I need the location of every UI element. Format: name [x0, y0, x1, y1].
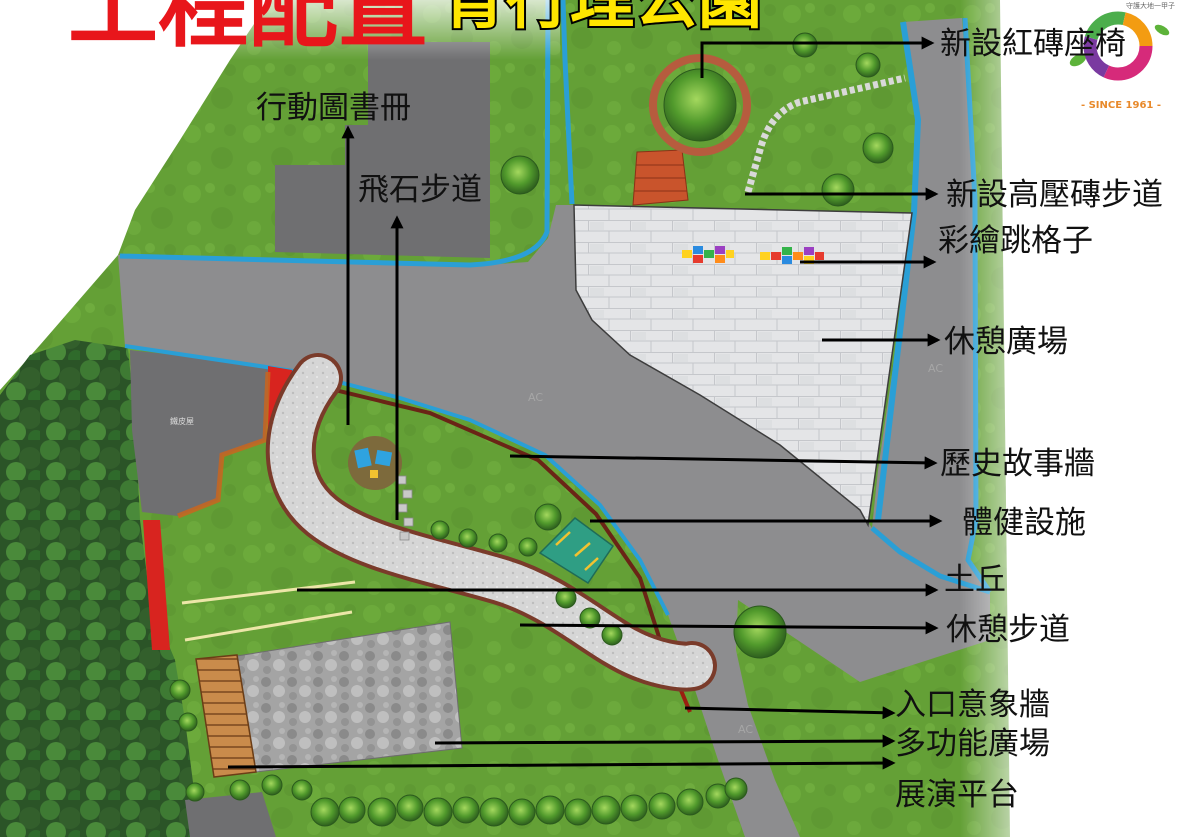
label-fitness: 體健設施 [962, 505, 1086, 541]
tree [579, 607, 601, 629]
road-surface-label: AC [528, 391, 543, 404]
tree [169, 679, 191, 701]
north-building [275, 42, 490, 258]
water-channel [875, 21, 921, 521]
label-rest-path: 休憩步道 [946, 612, 1070, 648]
tree [601, 624, 623, 646]
flower-bed [143, 520, 170, 650]
label-multi-plaza: 多功能廣場 [895, 726, 1050, 762]
tree [676, 788, 704, 816]
tree [185, 782, 205, 802]
label-mound: 土丘 [944, 562, 1006, 598]
tree [430, 520, 450, 540]
logo-tagline: 守護大地一甲子 [1126, 1, 1175, 10]
label-stage: 展演平台 [895, 777, 1019, 813]
tree [500, 155, 540, 195]
tree [423, 797, 453, 827]
tree [229, 779, 251, 801]
rest-plaza [573, 204, 913, 528]
rest-path [269, 357, 713, 688]
label-entrance-wall: 入口意象牆 [895, 687, 1050, 723]
tree [479, 797, 509, 827]
road-surface-label: AC [738, 723, 753, 736]
fitness-area [538, 517, 615, 585]
road-surface-label: AC [928, 362, 943, 375]
tree [396, 794, 424, 822]
shed-label: 鐵皮屋 [170, 416, 194, 426]
red-roof-lines [634, 164, 687, 192]
forest [0, 340, 200, 837]
tree [534, 503, 562, 531]
label-rest-plaza: 休憩廣場 [944, 324, 1068, 360]
label-paver-walkway: 新設高壓磚步道 [946, 177, 1163, 213]
arrow-stage [227, 756, 896, 770]
shed-building [130, 350, 270, 516]
stepping-stones [396, 475, 414, 541]
mound [184, 610, 353, 642]
mound [181, 580, 356, 605]
tree [555, 587, 577, 609]
tree [367, 797, 397, 827]
tree [724, 777, 748, 801]
leaf-icon [1154, 24, 1170, 36]
paver-walkway [744, 74, 906, 193]
leaf-icon [1069, 53, 1087, 67]
tree [310, 797, 340, 827]
arrow-history-wall [509, 454, 938, 470]
tree [648, 792, 676, 820]
hedge-edge [177, 371, 271, 519]
label-history-wall: 歷史故事牆 [940, 446, 1095, 482]
label-brick-seat: 新設紅磚座椅 [940, 26, 1126, 62]
water-channel [560, 0, 575, 205]
history-wall [301, 380, 662, 641]
arrow-rest-path [519, 621, 939, 635]
tree [855, 52, 881, 78]
stage-platform [195, 654, 257, 778]
water-channel [119, 0, 551, 268]
label-stepping-stones: 飛石步道 [358, 172, 482, 208]
south-building [185, 792, 276, 837]
tree [452, 796, 480, 824]
library-seating [348, 436, 402, 490]
tree [508, 798, 536, 826]
hopscotch [682, 246, 824, 264]
tree [620, 794, 648, 822]
tree [518, 537, 538, 557]
tree [792, 32, 818, 58]
brick-seat-circle [649, 54, 751, 156]
arrow-multi-plaza [434, 734, 896, 748]
arrow-entrance-wall [684, 706, 896, 720]
tree [663, 68, 737, 142]
tree [261, 774, 283, 796]
fitness-equipment [555, 531, 599, 571]
tree [591, 795, 621, 825]
trees [169, 32, 894, 827]
fade-right [960, 0, 1202, 837]
tree [178, 712, 198, 732]
arrows [227, 36, 943, 770]
tree [862, 132, 894, 164]
page-title: 工程配置 [68, 0, 428, 60]
tree [733, 605, 787, 659]
logo: 守護大地一甲子 - SINCE 1961 - [1069, 1, 1175, 111]
tree [291, 779, 313, 801]
tree [458, 528, 478, 548]
tree [488, 533, 508, 553]
label-hopscotch: 彩繪跳格子 [938, 223, 1093, 259]
page-subtitle: 育行理公園 [442, 0, 762, 38]
fade-top [0, 0, 560, 60]
tree [338, 796, 366, 824]
label-mobile-library: 行動圖書冊 [256, 90, 411, 126]
tree [564, 798, 592, 826]
logo-since: - SINCE 1961 - [1081, 100, 1161, 111]
tree [535, 795, 565, 825]
tree [821, 173, 855, 207]
arrow-brick-seat [700, 36, 935, 78]
